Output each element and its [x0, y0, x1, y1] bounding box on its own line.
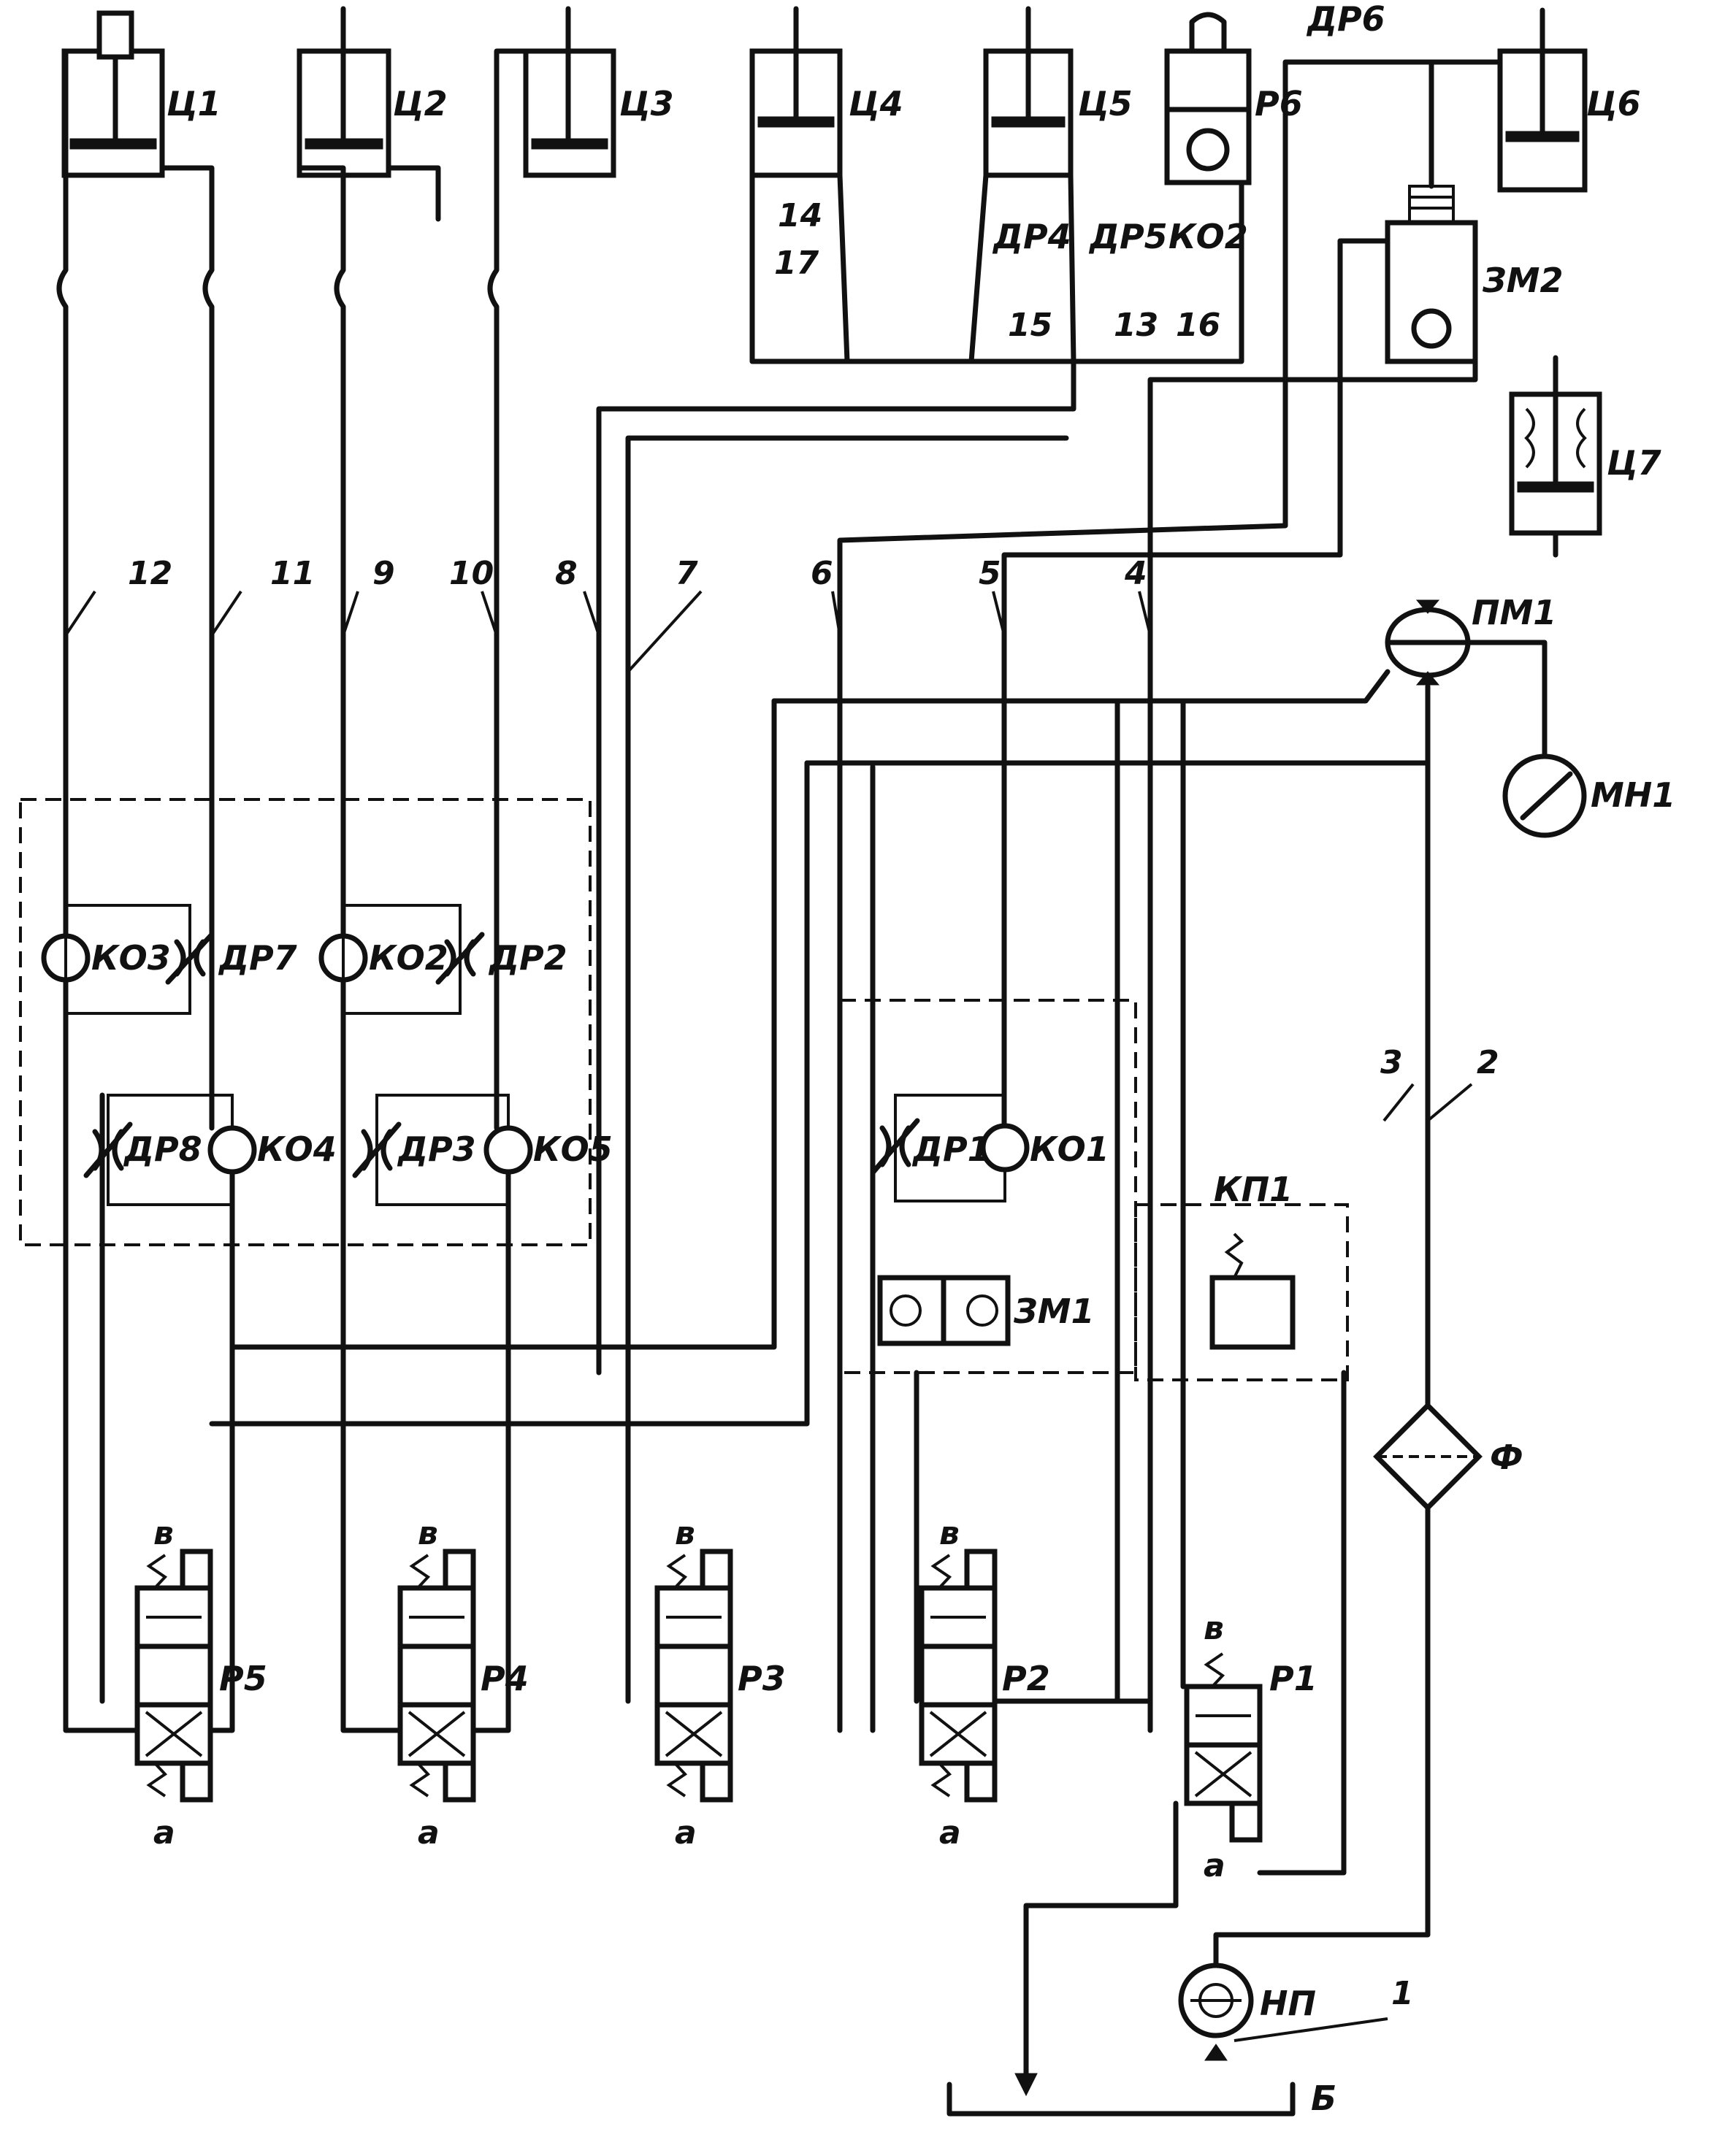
label-f: Ф	[1490, 1438, 1523, 1477]
label-r4: Р4	[481, 1659, 529, 1698]
distributor-r5	[134, 1549, 213, 1803]
label-dr6: ДР6	[1306, 0, 1385, 39]
label-r6: Р6	[1255, 84, 1303, 123]
label-dr3: ДР3	[397, 1129, 476, 1169]
distributor-r1	[1184, 1652, 1263, 1843]
label-dr1: ДР1	[911, 1129, 991, 1169]
label-position-v-r5: в	[153, 1515, 174, 1552]
label-ko5: КО5	[533, 1129, 613, 1169]
label-r1: Р1	[1269, 1659, 1317, 1698]
label-kp1: КП1	[1214, 1170, 1293, 1209]
cylinder-c1	[61, 10, 165, 178]
distributor-r3	[654, 1549, 733, 1803]
cylinder-c6	[1497, 7, 1588, 193]
label-ko1: КО1	[1030, 1129, 1109, 1169]
throttle-block-left	[19, 798, 592, 1246]
line-number-9: 9	[372, 555, 395, 592]
valve-r6	[1164, 12, 1252, 185]
throttle-dr2	[435, 932, 485, 985]
relief-valve-block	[1134, 1203, 1349, 1381]
line-number-16: 16	[1176, 307, 1220, 344]
label-position-v-r2: в	[939, 1515, 960, 1552]
filter-f	[1373, 1402, 1483, 1511]
label-position-v-r3: в	[675, 1515, 695, 1552]
label-r3: Р3	[738, 1659, 786, 1698]
line-number-8: 8	[555, 555, 578, 592]
line-number-3: 3	[1380, 1044, 1403, 1081]
line-number-11: 11	[270, 555, 315, 592]
label-position-a-r4: а	[418, 1814, 440, 1852]
label-position-v-r1: в	[1204, 1610, 1224, 1647]
label-position-a-r2: а	[939, 1814, 961, 1852]
label-dr8: ДР8	[123, 1129, 202, 1169]
label-np: НП	[1260, 1984, 1316, 2023]
label-c4: Ц4	[849, 84, 903, 123]
label-ko3: КО3	[91, 938, 171, 978]
label-ko2: КО2	[369, 938, 448, 978]
cylinder-c7	[1509, 355, 1602, 536]
cylinder-c3	[523, 6, 616, 178]
label-position-a-r5: а	[153, 1814, 175, 1852]
label-zm1: ЗМ1	[1013, 1292, 1094, 1331]
line-number-2: 2	[1477, 1044, 1499, 1081]
line-number-14: 14	[778, 197, 822, 234]
line-number-15: 15	[1008, 307, 1052, 344]
pressure-gauge-mn1	[1502, 753, 1587, 838]
label-c5: Ц5	[1078, 84, 1133, 123]
throttle-dr8	[83, 1094, 234, 1206]
distributor-r2	[919, 1549, 998, 1803]
label-zm2: ЗМ2	[1482, 261, 1563, 300]
line-number-7: 7	[676, 555, 698, 592]
line-number-6: 6	[811, 555, 833, 592]
label-dr2: ДР2	[488, 938, 567, 978]
label-r5: Р5	[219, 1659, 267, 1698]
distributor-r4	[397, 1549, 476, 1803]
cylinder-c5	[983, 6, 1074, 178]
label-dr7: ДР7	[218, 938, 297, 978]
line-number-13: 13	[1114, 307, 1158, 344]
tank-b	[946, 2073, 1296, 2117]
label-dr4: ДР4	[992, 217, 1071, 256]
label-mn1: МН1	[1591, 775, 1675, 815]
relief-valve-kp1	[1209, 1232, 1296, 1350]
electromagnet-valve-zm1	[877, 1275, 1011, 1346]
label-c3: Ц3	[619, 84, 674, 123]
label-c1: Ц1	[167, 84, 221, 123]
line-number-17: 17	[774, 245, 819, 282]
line-number-4: 4	[1124, 555, 1147, 592]
cylinder-c2	[297, 6, 391, 178]
label-position-v-r4: в	[418, 1515, 438, 1552]
pipelines	[56, 48, 1558, 2076]
line-number-12: 12	[128, 555, 172, 592]
leader-lines	[64, 590, 1473, 2042]
label-position-a-r3: а	[675, 1814, 697, 1852]
throttle-dr7	[165, 932, 215, 985]
label-ko4: КО4	[257, 1129, 337, 1169]
electromagnet-zm2	[1385, 185, 1478, 364]
line-number-5: 5	[979, 555, 1001, 592]
label-dr5: ДР5	[1088, 217, 1168, 256]
line-number-1: 1	[1391, 1975, 1414, 2012]
check-valve-ko4	[207, 1125, 257, 1175]
line-number-10: 10	[449, 555, 494, 592]
pressure-switch-pm1	[1385, 599, 1471, 686]
label-c7: Ц7	[1607, 443, 1661, 483]
label-pm1: ПМ1	[1472, 593, 1556, 632]
cylinder-c4	[749, 6, 843, 178]
pump-np	[1178, 1963, 1254, 2061]
label-position-a-r1: а	[1204, 1847, 1225, 1884]
label-r2: Р2	[1002, 1659, 1050, 1698]
label-c2: Ц2	[393, 84, 448, 123]
label-b: Б	[1311, 2079, 1336, 2118]
label-c6: Ц6	[1586, 84, 1641, 123]
label-ko2-top: КО2	[1169, 217, 1248, 256]
check-valve-ko5	[483, 1125, 533, 1175]
